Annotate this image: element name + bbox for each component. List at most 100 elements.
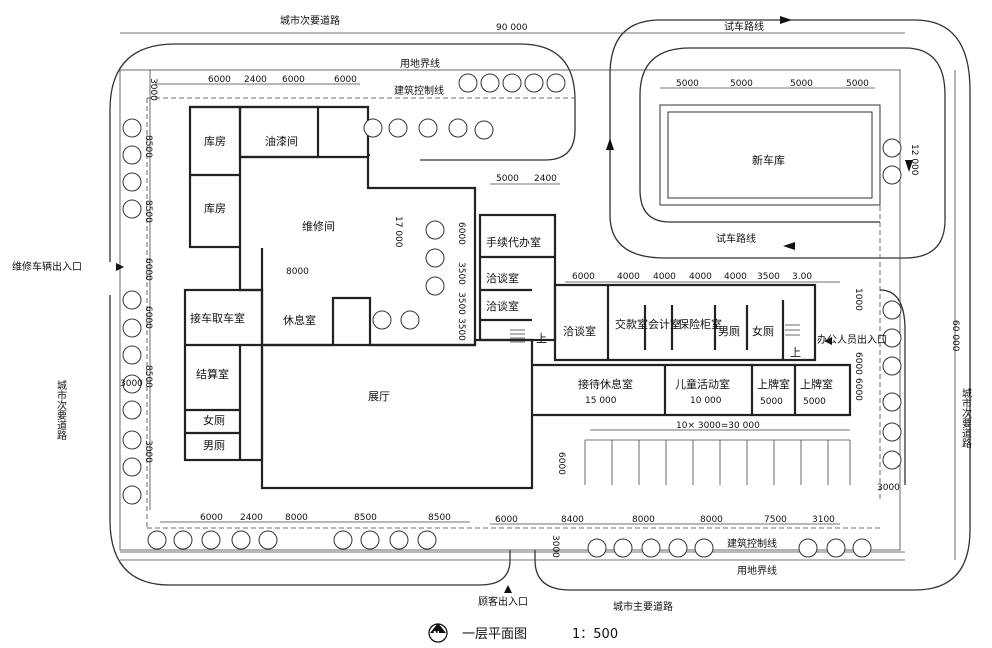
room-female-wc-west: 女厕 [203,413,225,427]
dim-bottom-row-0: 6000 [200,513,223,523]
room-rest: 休息室 [283,313,316,327]
dim-west-col-1: 8500 [143,135,153,158]
dim-bottom-setback: 3000 [550,535,560,558]
room-license-1: 上牌室 [757,377,790,391]
stair-up-1: 上 [536,332,547,345]
dim-top-row-3: 6000 [334,75,357,85]
room-storage-1: 库房 [204,135,226,148]
dim-west-col-7: 3000 [143,440,153,463]
dim-west-col-4: 6000 [143,306,153,329]
build-line-top-label: 建筑控制线 [394,84,444,97]
land-line-top-label: 用地界线 [400,57,440,70]
room-talk-1: 洽谈室 [486,271,519,285]
room-payment: 交款室 [615,317,648,331]
dim-west-col-2: 8500 [143,200,153,223]
dim-garage-right: 12 000 [909,144,919,176]
room-new-garage: 新车库 [752,153,785,167]
dim-right-setback: 3000 [877,483,900,493]
dim-office-top-0: 6000 [572,272,595,282]
room-kids: 儿童活动室 [675,377,730,391]
dim-bottom-row-7: 8000 [632,515,655,525]
dim-west-col-6: 3000 [120,379,143,389]
dim-west-col-3: 6000 [143,258,153,281]
dim-repair-width: 8000 [286,267,309,277]
room-guest-rest: 接待休息室 [578,377,633,391]
room-talk-2: 洽谈室 [486,299,519,313]
room-talk-3: 洽谈室 [563,324,596,338]
room-settlement: 结算室 [196,367,229,381]
dim-license-1: 5000 [760,397,783,407]
entrance-arrows [116,263,832,593]
dim-license-2: 5000 [803,397,826,407]
dim-total-depth: 60 000 [950,320,960,352]
dim-garage-top-2: 5000 [790,79,813,89]
dim-bottom-row-5: 6000 [495,515,518,525]
dim-office-top-5: 3500 [757,272,780,282]
dim-bottom-row-2: 8000 [285,513,308,523]
dim-parking-depth: 6000 [556,452,566,475]
dim-office-top-6: 3.00 [792,272,812,282]
dim-total-width: 90 000 [496,23,528,33]
room-reception: 接车取车室 [190,311,245,325]
drawing-scale: 1：500 [572,627,618,642]
customer-entrance-arrow-icon [504,585,512,593]
dim-bottom-row-4: 8500 [428,513,451,523]
room-paint: 油漆间 [265,134,298,148]
test-track-top-label: 试车路线 [724,20,764,33]
road-west-label: 城市次要道路 [55,380,67,441]
build-line-bottom-label: 建筑控制线 [727,537,777,550]
room-accounting: 会计室 [648,317,681,331]
dim-office-top-3: 4000 [689,272,712,282]
dim-bottom-row-9: 7500 [764,515,787,525]
dim-west-col-0: 3000 [148,78,158,101]
dim-procedure-side-1: 3500 [456,262,466,285]
room-license-2: 上牌室 [800,377,833,391]
dim-garage-top-1: 5000 [730,79,753,89]
dim-garage-top-0: 5000 [676,79,699,89]
stairs [510,324,800,343]
dim-procedure-side-2: 3500 [456,292,466,315]
dim-procedure-side-0: 6000 [456,222,466,245]
dim-east-side-1: 6000 [853,352,863,375]
dim-bottom-row-1: 2400 [240,513,263,523]
road-north-label: 城市次要道路 [280,14,340,27]
room-insurance: 保险柜室 [678,317,722,331]
dim-top-row-2: 6000 [282,75,305,85]
room-male-wc-west: 男厕 [203,439,225,452]
dim-kids: 10 000 [690,396,722,406]
room-male-wc-east: 男厕 [718,325,740,338]
dim-procedure-side-3: 3500 [456,318,466,341]
north-symbol-label: N [433,630,440,639]
land-line-bottom-label: 用地界线 [737,564,777,577]
dim-guest-rest: 15 000 [585,396,617,406]
dim-top-row-1: 2400 [244,75,267,85]
dim-bottom-row-3: 8500 [354,513,377,523]
customer-entrance-label: 顾客出入口 [478,595,528,608]
road-south-label: 城市主要道路 [613,600,673,613]
stair-up-2: 上 [790,346,801,359]
room-showroom: 展厅 [368,390,390,403]
room-repair: 维修间 [302,219,335,233]
room-female-wc-east: 女厕 [752,324,774,338]
dim-bottom-row-8: 8000 [700,515,723,525]
track-arrows [606,16,913,250]
dim-office-top-4: 4000 [724,272,747,282]
dim-west-col-5: 8500 [143,365,153,388]
dim-procedure-top-0: 5000 [496,174,519,184]
dim-east-side-2: 6000 [853,378,863,401]
dimension-lines [120,32,956,560]
dim-top-row-0: 6000 [208,75,231,85]
drawing-title: 一层平面图 [462,627,527,642]
repair-entrance-label: 维修车辆出入口 [12,260,82,273]
north-arrow-icon [428,623,448,643]
dim-procedure-top-1: 2400 [534,174,557,184]
trees [122,73,902,558]
dim-bottom-row-6: 8400 [561,515,584,525]
dim-bottom-row-10: 3100 [812,515,835,525]
repair-entrance-arrow-icon [116,263,124,271]
dim-repair-depth: 17 000 [393,216,403,248]
room-storage-2: 库房 [204,202,226,215]
staff-entrance-label: 办公人员出入口 [817,333,887,346]
dim-parking: 10× 3000=30 000 [676,421,760,431]
